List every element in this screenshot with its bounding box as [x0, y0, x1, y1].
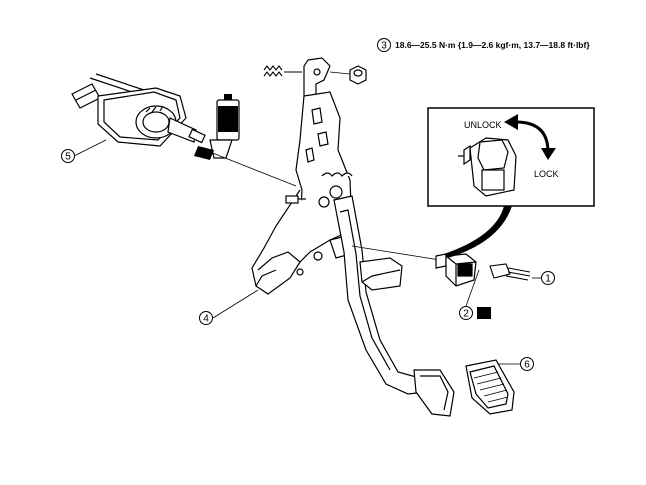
callout-3: 3 — [377, 38, 391, 52]
lock-direction-arrow — [515, 120, 550, 153]
callout-4: 4 — [199, 311, 213, 325]
spring-bolt — [263, 65, 302, 77]
grease-tube-icon: GREASE — [194, 94, 240, 160]
svg-text:2: 2 — [463, 309, 469, 320]
clutch-switch-part-2 — [351, 245, 477, 287]
leader-line-5 — [204, 149, 297, 187]
pedal-bracket — [251, 57, 353, 295]
lock-unlock-inset: UNLOCK LOCK — [427, 107, 595, 207]
torque-spec-text: 18.6—25.5 N·m {1.9—2.6 kgf·m, 13.7—18.8 … — [395, 40, 590, 50]
nut-part-3 — [329, 65, 367, 85]
callout-5: 5 — [61, 149, 75, 163]
callout-2: 2 — [459, 306, 473, 320]
svg-text:1: 1 — [545, 274, 551, 285]
pedal-pad-part-6 — [465, 359, 515, 415]
clutch-master-cylinder — [71, 73, 206, 147]
lock-label: LOCK — [534, 169, 559, 179]
inset-pointer-arrow — [444, 206, 512, 258]
callout-leaders — [73, 139, 541, 365]
svg-text:4: 4 — [203, 314, 209, 325]
unlock-label: UNLOCK — [464, 120, 502, 130]
svg-text:3: 3 — [381, 41, 387, 52]
svg-text:R: R — [480, 309, 488, 320]
clutch-pedal-arm — [333, 195, 455, 417]
callout-1: 1 — [541, 271, 555, 285]
replace-badge: R — [477, 307, 491, 320]
svg-text:6: 6 — [524, 360, 530, 371]
grease-label: GREASE — [223, 109, 229, 131]
connector-part-1 — [489, 263, 531, 281]
callout-6: 6 — [520, 357, 534, 371]
svg-text:5: 5 — [65, 152, 71, 163]
